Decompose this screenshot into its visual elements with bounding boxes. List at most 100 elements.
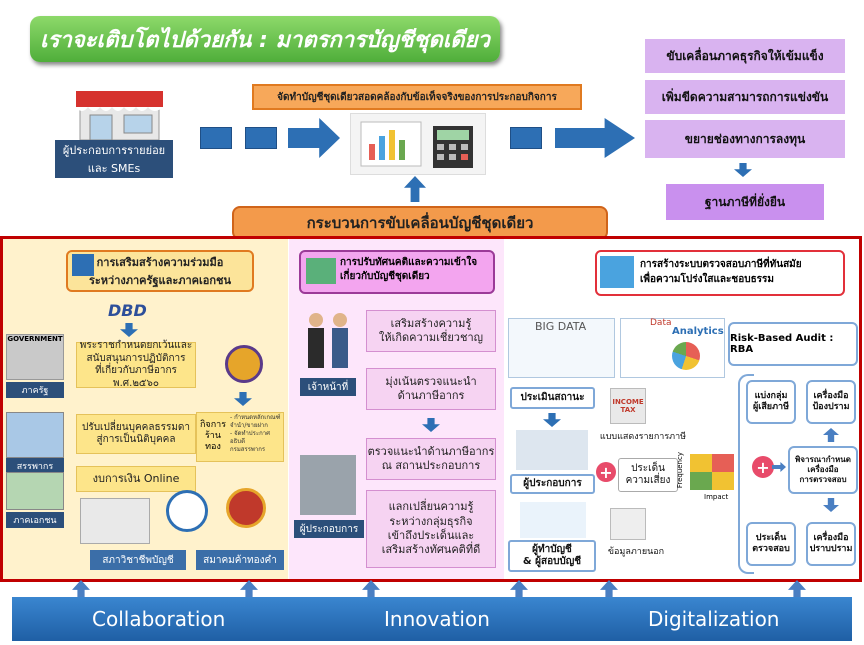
external-data-label: ข้อมูลภายนอก <box>607 547 665 558</box>
handshake-icon <box>72 254 94 276</box>
right-arrow <box>772 462 786 472</box>
accounting-icon <box>350 113 486 175</box>
exchange-line3: เข้าถึงประเด็นและ <box>387 529 475 542</box>
plus-icon: + <box>752 456 774 478</box>
gold-note-2: จำนำ/ขายฝาก <box>230 422 268 430</box>
officer-label: เจ้าหน้าที่ <box>300 378 356 396</box>
goal-strengthen: ขับเคลื่อนภาคธุรกิจให้เข้มแข็ง <box>645 39 845 73</box>
collab-title-line1: การเสริมสร้างความร่วมมือ <box>96 256 224 269</box>
sme-label-line2: และ SMEs <box>87 162 141 175</box>
deterrence-line2: ป้องปราม <box>812 402 850 412</box>
incorporation-line1: ปรับเปลี่ยนบุคคลธรรมดา <box>81 421 191 433</box>
suppression-line1: เครื่องมือ <box>813 532 849 543</box>
onsite-guidance-box: ตรวจแนะนำด้านภาษีอากร ณ สถานประกอบการ <box>366 438 496 480</box>
process-title: กระบวนการขับเคลื่อนบัญชีชุดเดียว <box>232 206 608 240</box>
government-text: GOVERNMENT <box>7 335 63 343</box>
sme-label: ผู้ประกอบการรายย่อย และ SMEs <box>55 140 173 178</box>
gold-shop-line1: กิจการ <box>199 420 227 430</box>
goal-competitiveness: เพิ่มขีดความสามารถการแข่งขัน <box>645 80 845 114</box>
audit-issue-line2: ตรวจสอบ <box>752 544 790 554</box>
attitude-title-line2: เกี่ยวกับบัญชีชุดเดียว <box>340 271 430 282</box>
audit-title-line2: เพื่อความโปร่งใสและชอบธรรม <box>640 273 775 285</box>
gold-shop-line2: ร้านทอง <box>204 430 222 452</box>
private-label: ภาคเอกชน <box>6 512 64 528</box>
auditor-box: ผู้ทำบัญชี & ผู้สอบบัญชี <box>508 540 596 572</box>
gold-shop-notes: - กำหนดหลักเกณฑ์ จำนำ/ขายฝาก - จัดทำประก… <box>230 414 284 454</box>
auditor-icon <box>520 502 586 538</box>
onsite-guidance-line2: ณ สถานประกอบการ <box>381 459 481 472</box>
incorporation-line2: สู่การเป็นนิติบุคคล <box>96 434 176 445</box>
audit-system-icon <box>600 256 634 288</box>
attitude-title-line1: การปรับทัศนคติและความเข้าใจ <box>340 257 478 268</box>
training-icon <box>306 258 336 284</box>
down-arrow <box>734 163 752 177</box>
big-data-panel <box>508 318 615 378</box>
goal-investment: ขยายช่องทางการลงทุน <box>645 120 845 158</box>
footer-digitalization: Digitalization <box>648 607 780 631</box>
auditor-line1: ผู้ทำบัญชี <box>532 543 572 555</box>
knowledge-line1: เสริมสร้างความรู้ <box>390 316 472 330</box>
consider-tool-box: พิจารณากำหนด เครื่องมือ การตรวจสอบ <box>788 446 858 494</box>
flow-arrow-segment <box>200 127 232 149</box>
government-icon: GOVERNMENT <box>6 334 64 380</box>
flow-arrow-head <box>555 118 635 158</box>
consider-line3: การตรวจสอบ <box>799 475 847 484</box>
tax-guidance-line2: ด้านภาษีอากร <box>397 389 465 402</box>
tax-form-label: แบบแสดงรายการภาษี <box>599 432 687 443</box>
footer-collaboration: Collaboration <box>92 607 226 631</box>
suppression-line2: ปราบปราม <box>809 544 853 554</box>
up-arrow <box>404 176 426 202</box>
knowledge-box: เสริมสร้างความรู้ ให้เกิดความเชี่ยวชาญ <box>366 310 496 352</box>
big-data-label: BIG DATA <box>535 320 587 333</box>
deterrence-tool-box: เครื่องมือ ป้องปราม <box>806 380 856 424</box>
risk-issue-line1: ประเด็น <box>631 462 665 474</box>
risk-issue-box: ประเด็น ความเสี่ยง <box>618 458 678 492</box>
entrepreneurs-group-icon <box>300 455 356 515</box>
attitude-title: การปรับทัศนคติและความเข้าใจ เกี่ยวกับบัญ… <box>340 256 490 284</box>
income-tax-line1: INCOME <box>612 398 644 406</box>
shop-icon <box>72 85 167 141</box>
gold-association-logo <box>226 488 266 528</box>
consider-line1: พิจารณากำหนด <box>795 455 851 464</box>
gold-note-1: - กำหนดหลักเกณฑ์ <box>230 414 281 421</box>
external-data-icon <box>610 508 646 540</box>
audit-title-line1: การสร้างระบบตรวจสอบภาษีที่ทันสมัย <box>640 259 802 270</box>
pie-icon <box>672 342 700 370</box>
footer-innovation: Innovation <box>384 607 490 631</box>
frequency-axis-label: Frequency <box>676 452 684 489</box>
analytics-label-data: Data <box>650 318 672 328</box>
entrepreneur-label: ผู้ประกอบการ <box>294 520 364 538</box>
deterrence-line1: เครื่องมือ <box>813 390 849 401</box>
flow-arrow-segment <box>510 127 542 149</box>
collab-title-line2: ระหว่างภาครัฐและภาคเอกชน <box>88 274 232 287</box>
decree-box: พระราชกำหนดยกเว้นและ สนับสนุนการปฏิบัติก… <box>76 340 196 389</box>
sme-label-line1: ผู้ประกอบการรายย่อย <box>62 144 166 157</box>
gov-label: ภาครัฐ <box>6 382 64 398</box>
gold-association-label: สมาคมค้าทองคำ <box>196 550 284 570</box>
audit-system-title: การสร้างระบบตรวจสอบภาษีที่ทันสมัย เพื่อค… <box>640 258 840 287</box>
flow-arrow-head <box>288 118 340 158</box>
tax-guidance-box: มุ่งเน้นตรวจแนะนำ ด้านภาษีอากร <box>366 368 496 410</box>
online-statement-box: งบการเงิน Online <box>76 466 196 492</box>
auditor-line2: & ผู้สอบบัญชี <box>522 556 582 567</box>
accounting-council-label: สภาวิชาชีพบัญชี <box>90 550 186 570</box>
audit-issue-line1: ประเด็น <box>755 532 787 543</box>
income-tax-icon: INCOME TAX <box>610 388 646 424</box>
income-tax-line2: TAX <box>620 406 636 414</box>
sustainable-tax-base: ฐานภาษีที่ยั่งยืน <box>666 184 824 220</box>
exchange-line1: แลกเปลี่ยนความรู้ <box>388 500 474 514</box>
decree-line2: สนับสนุนการปฏิบัติการ <box>86 352 186 364</box>
suppression-tool-box: เครื่องมือ ปราบปราม <box>806 522 856 566</box>
entrepreneur-people-icon <box>516 430 588 470</box>
assess-status-box: ประเมินสถานะ <box>510 387 595 409</box>
plus-icon: + <box>596 462 616 482</box>
tax-guidance-line1: มุ่งเน้นตรวจแนะนำ <box>385 374 477 388</box>
collab-title: การเสริมสร้างความร่วมมือ ระหว่างภาครัฐแล… <box>66 250 254 292</box>
exchange-line4: เสริมสร้างทัศนคติที่ดี <box>381 543 481 557</box>
gold-note-4: กรมสรรพากร <box>230 446 266 454</box>
audit-issue-box: ประเด็น ตรวจสอบ <box>746 522 796 566</box>
person-working-icon <box>80 498 150 544</box>
knowledge-line2: ให้เกิดความเชี่ยวชาญ <box>378 331 483 344</box>
rba-box: Risk-Based Audit : RBA <box>728 322 858 366</box>
flow-arrow-segment <box>245 127 277 149</box>
